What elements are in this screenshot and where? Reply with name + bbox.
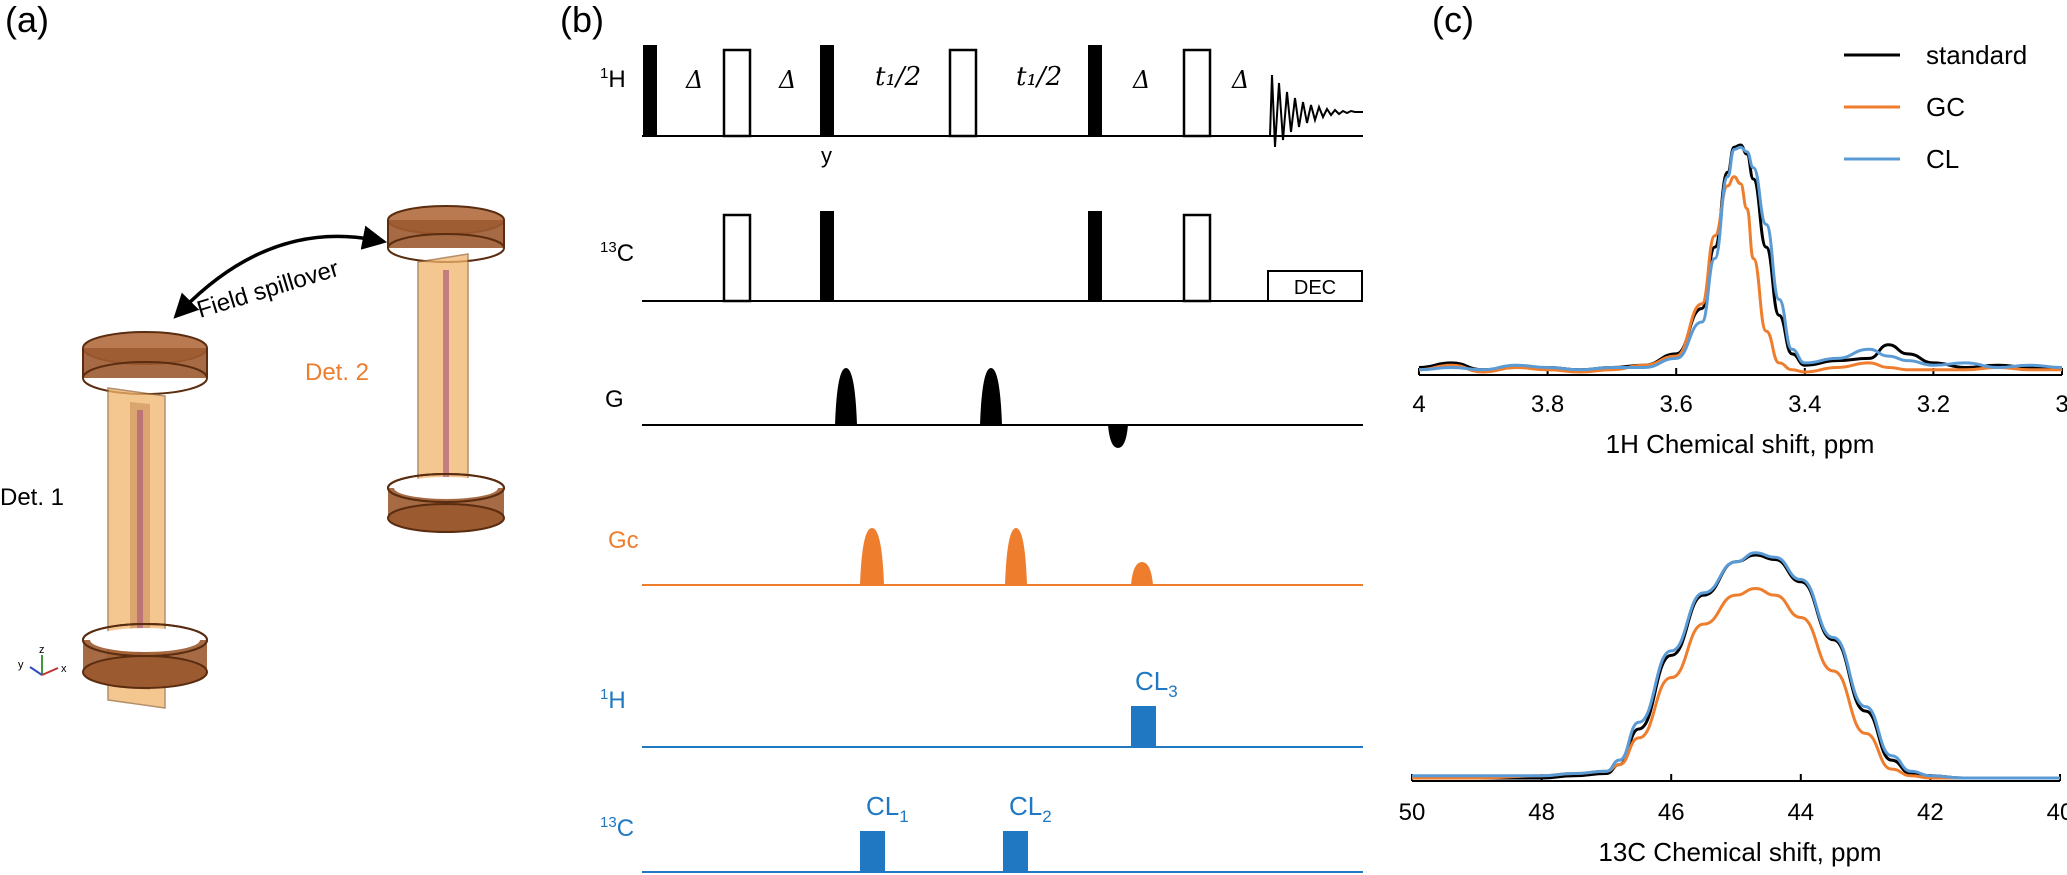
row-label-cl-13c: 13C [600,814,634,842]
panel-a: Field spillover Det. 1 Det. 2 z x y [0,205,505,709]
x-tick-label: 3 [2055,391,2067,418]
row-label-g: G [605,386,624,413]
cl1-label: CL1 [866,791,909,826]
x-tick-label: 50 [1399,799,1426,826]
row-label-1h: 1H [600,65,626,93]
dec-label: DEC [1294,277,1336,299]
series-line-cl [1418,145,2063,372]
x-tick-label: 44 [1787,799,1814,826]
x-tick-label: 42 [1917,799,1944,826]
channel-cl-13c: CL1 CL2 [642,791,1363,873]
svg-text:z: z [39,644,45,656]
legend: standard GC CL [1844,40,2027,174]
cl2-label: CL2 [1009,791,1052,826]
chart-1h: 4 3.8 3.6 3.4 3.2 3 1H Chemical shift, ppm [1412,143,2067,459]
x-tick-label: 40 [2047,799,2067,826]
channel-gc [642,528,1363,586]
delta-3: Δ [1132,66,1150,94]
axis-triad: z x y [18,644,67,676]
channel-1h: Δ Δ t₁/2 t₁/2 Δ Δ y [642,45,1363,168]
panel-label-b: (b) [560,0,604,40]
delta-1: Δ [685,66,703,94]
series-line-standard [1418,143,2062,372]
panel-label-c: (c) [1432,0,1474,40]
spillover-arrow [173,225,388,319]
det1-label: Det. 1 [0,484,64,511]
chart-13c: 50 48 46 44 42 40 13C Chemical shift, ppm [1399,551,2067,867]
legend-standard: standard [1926,40,2027,70]
x-tick-label: 3.4 [1788,391,1821,418]
row-label-cl-1h: 1H [600,686,626,714]
series-line-gc [1418,175,2062,374]
phase-y-label: y [821,143,832,168]
dec-box [1267,270,1363,302]
x-axis-label: 13C Chemical shift, ppm [1598,837,1881,867]
panel-b: 1H 13C G Gc 1H 13C Δ Δ t₁/2 t₁/2 Δ Δ y [600,45,1363,873]
detector-1 [82,331,208,709]
series-line-gc [1412,586,2060,780]
t1-half-2: t₁/2 [1016,62,1062,92]
svg-text:y: y [18,659,24,671]
x-tick-label: 3.8 [1531,391,1564,418]
series-line-cl [1412,551,2060,780]
panel-c: standard GC CL 4 3.8 3.6 3.4 3.2 3 1H Chemica… [1399,40,2067,867]
detector-2 [387,205,505,533]
legend-cl: CL [1926,144,1959,174]
spillover-label: Field spillover [194,255,342,324]
row-label-gc: Gc [608,527,639,554]
x-tick-label: 4 [1412,391,1425,418]
series-line-standard [1412,553,2060,780]
channel-cl-1h: CL3 [642,666,1363,748]
fid-signal [1269,74,1363,148]
cl3-label: CL3 [1135,666,1178,701]
x-tick-label: 3.2 [1917,391,1950,418]
delta-4: Δ [1231,66,1249,94]
legend-gc: GC [1926,92,1965,122]
svg-text:x: x [61,663,67,675]
t1-half-1: t₁/2 [875,62,921,92]
channel-g [642,368,1363,448]
row-label-13c: 13C [600,239,634,267]
x-tick-label: 48 [1528,799,1555,826]
x-tick-label: 46 [1658,799,1685,826]
delta-2: Δ [778,66,796,94]
x-axis-label: 1H Chemical shift, ppm [1606,429,1875,459]
x-tick-label: 3.6 [1660,391,1693,418]
det2-label: Det. 2 [305,359,369,386]
panel-label-a: (a) [5,0,49,40]
channel-13c: DEC [642,211,1363,303]
